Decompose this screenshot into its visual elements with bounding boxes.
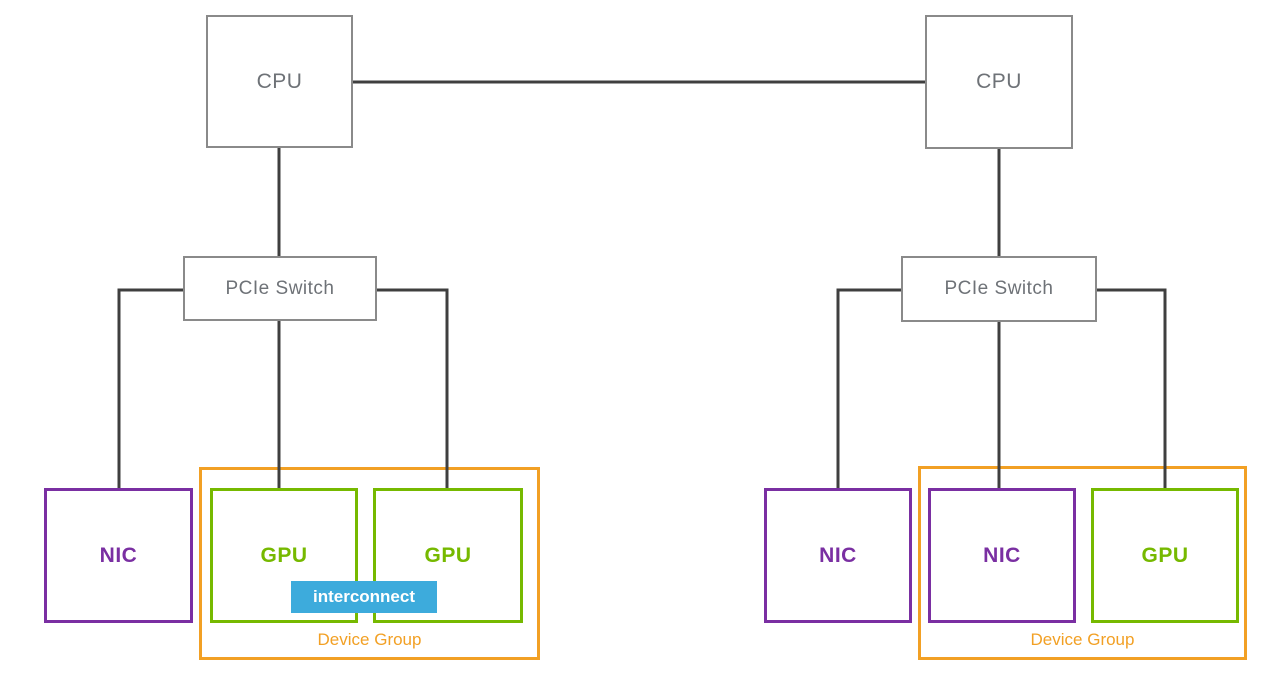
connector-switch-right-to-gpu-right: [1097, 288, 1167, 488]
connector-switch-left-to-gpu-left-2: [377, 288, 449, 488]
cpu-node-left: CPU: [206, 15, 353, 148]
device-group-right-label: Device Group: [1030, 630, 1135, 649]
gpu-box-right-label: GPU: [1141, 543, 1189, 567]
nic-box-right-outer: NIC: [764, 488, 912, 623]
gpu-box-left-2-label: GPU: [424, 543, 472, 567]
interconnect-badge: interconnect: [291, 581, 437, 613]
cpu-node-right-label: CPU: [976, 70, 1022, 93]
gpu-box-right: GPU: [1091, 488, 1239, 623]
connector-switch-right-to-nic-right-outer: [836, 288, 901, 488]
nic-box-left: NIC: [44, 488, 193, 623]
cpu-node-left-label: CPU: [256, 69, 303, 93]
gpu-box-left-1-label: GPU: [260, 543, 308, 567]
nic-box-right-inner-label: NIC: [983, 543, 1021, 567]
cpu-node-right: CPU: [925, 15, 1073, 149]
pcie-switch-right-label: PCIe Switch: [944, 278, 1054, 299]
pcie-switch-left-label: PCIe Switch: [225, 277, 335, 299]
device-group-right: Device Group: [918, 466, 1247, 660]
pcie-switch-right: PCIe Switch: [901, 256, 1097, 322]
device-group-left-label: Device Group: [317, 630, 422, 649]
interconnect-badge-label: interconnect: [312, 587, 416, 606]
nic-box-left-label: NIC: [99, 543, 138, 567]
nic-box-right-inner: NIC: [928, 488, 1076, 623]
connector-switch-left-to-nic-left: [117, 288, 183, 488]
pcie-switch-left: PCIe Switch: [183, 256, 377, 321]
nic-box-right-outer-label: NIC: [819, 543, 857, 567]
device-group-left: Device Group: [199, 467, 540, 660]
